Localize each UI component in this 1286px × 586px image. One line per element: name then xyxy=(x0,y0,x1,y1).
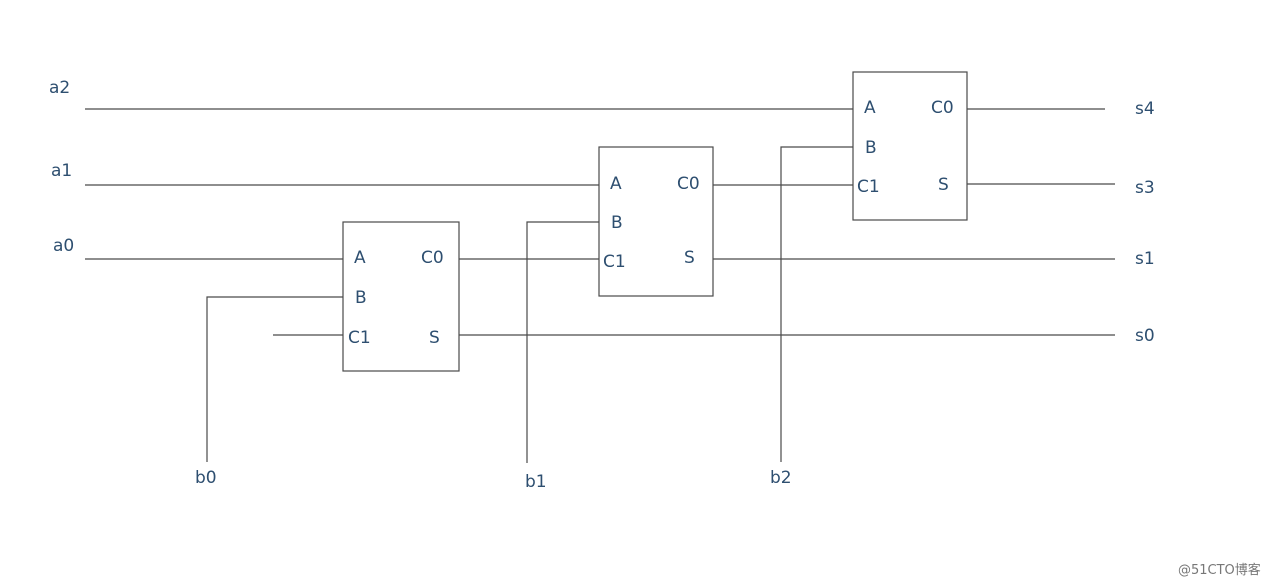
label-b2: b2 xyxy=(770,468,792,488)
label-a1: a1 xyxy=(51,161,72,181)
pin-cin: C1 xyxy=(603,252,626,272)
pin-b: B xyxy=(355,288,367,308)
pin-cin: C1 xyxy=(857,177,880,197)
pin-cout: C0 xyxy=(421,248,444,268)
pin-sum: S xyxy=(684,248,695,268)
pin-cout: C0 xyxy=(677,174,700,194)
adder-3: A B C1 C0 S xyxy=(852,71,968,221)
adder-box xyxy=(342,221,460,372)
pin-cout: C0 xyxy=(931,98,954,118)
pin-b: B xyxy=(865,138,877,158)
pin-a: A xyxy=(354,248,366,268)
pin-b: B xyxy=(611,213,623,233)
pin-sum: S xyxy=(938,175,949,195)
wire-b1 xyxy=(526,221,599,463)
label-s0: s0 xyxy=(1135,326,1155,346)
label-b0: b0 xyxy=(195,468,217,488)
adder-1: A B C1 C0 S xyxy=(342,221,460,372)
label-s4: s4 xyxy=(1135,99,1155,119)
adder-box xyxy=(598,146,714,297)
pin-a: A xyxy=(864,98,876,118)
wire-b0 xyxy=(206,296,343,462)
label-a2: a2 xyxy=(49,78,70,98)
watermark: @51CTO博客 xyxy=(1178,562,1261,578)
wire-b2 xyxy=(780,146,853,462)
adder-box xyxy=(852,71,968,221)
label-s3: s3 xyxy=(1135,178,1155,198)
label-a0: a0 xyxy=(53,236,74,256)
pin-cin: C1 xyxy=(348,328,371,348)
pin-a: A xyxy=(610,174,622,194)
pin-sum: S xyxy=(429,328,440,348)
label-b1: b1 xyxy=(525,472,547,492)
label-s1: s1 xyxy=(1135,249,1155,269)
adder-2: A B C1 C0 S xyxy=(598,146,714,297)
